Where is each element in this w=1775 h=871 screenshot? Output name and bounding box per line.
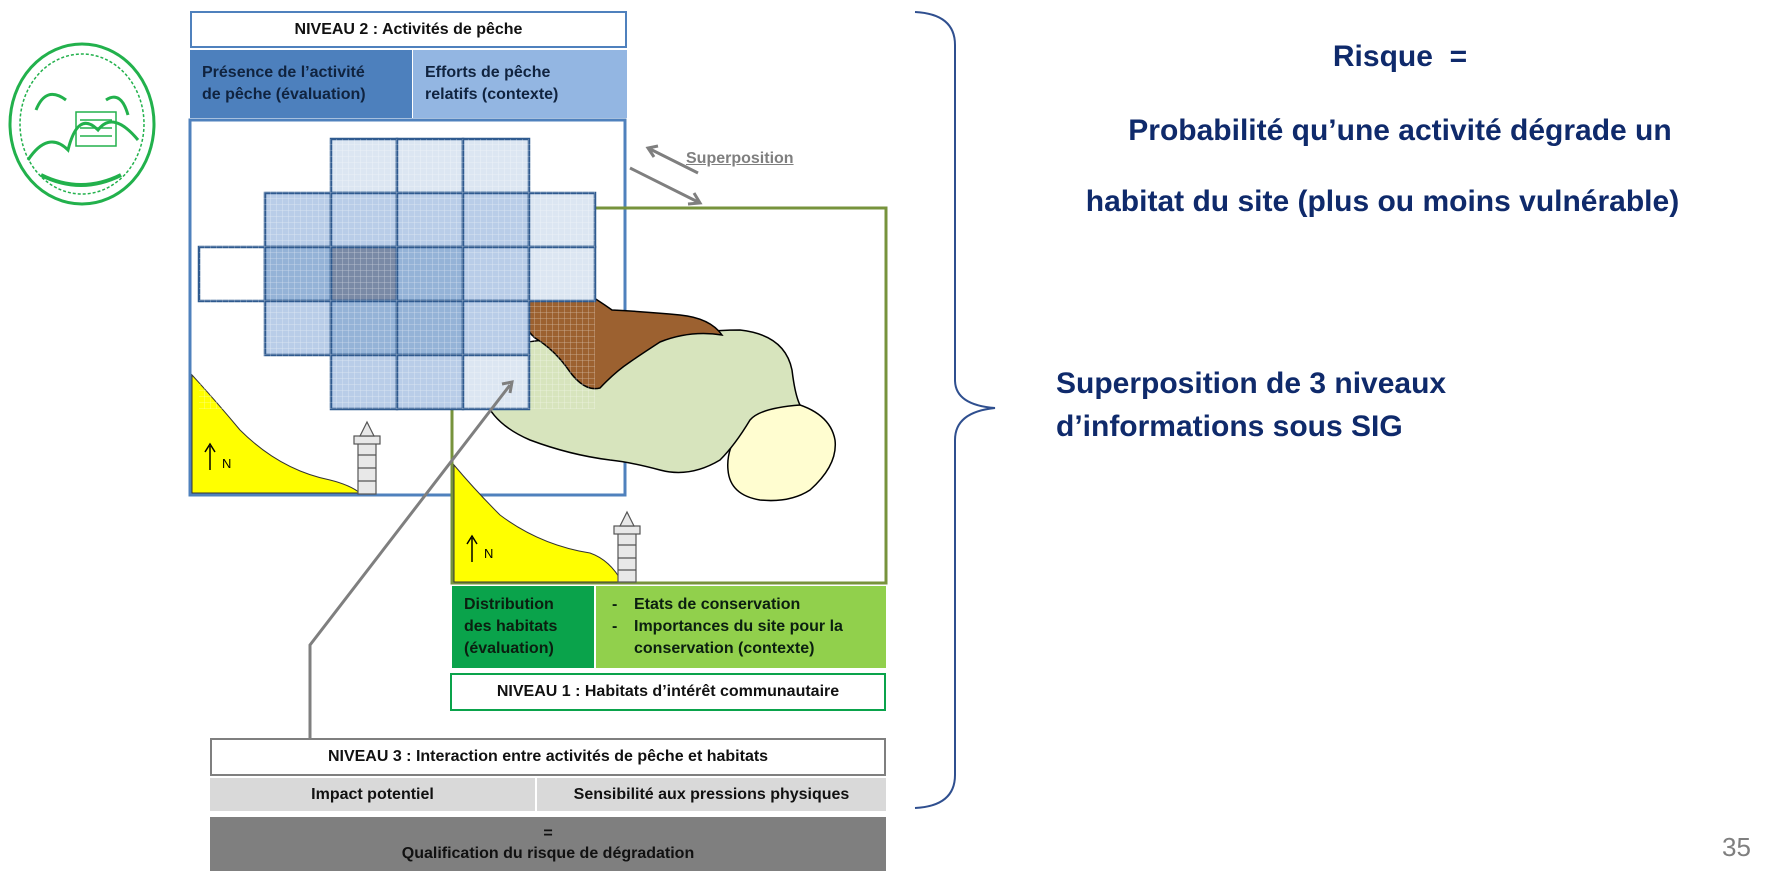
superposition-arrows-icon bbox=[629, 144, 703, 206]
risque-definition-line2: habitat du site (plus ou moins vulnérabl… bbox=[1085, 185, 1680, 218]
niveau2-efforts-cell: Efforts de pêche relatifs (contexte) bbox=[413, 50, 627, 118]
slide-number: 35 bbox=[1722, 832, 1751, 862]
presence-line2: de pêche (évaluation) bbox=[202, 86, 366, 103]
qualification-text: Qualification du risque de dégradation bbox=[401, 845, 695, 862]
north-label-level2: N bbox=[222, 456, 232, 471]
efforts-line2: relatifs (contexte) bbox=[425, 86, 559, 103]
lighthouse-icon-level1 bbox=[613, 510, 641, 583]
niveau1-distribution-cell: Distribution des habitats (évaluation) bbox=[452, 586, 594, 668]
bullet-importances: Importances du site pour la conservation… bbox=[604, 616, 878, 660]
superposition-statement-line2: d’informations sous SIG bbox=[1056, 410, 1403, 443]
distribution-line2: des habitats bbox=[464, 618, 558, 635]
north-label-level1: N bbox=[484, 546, 494, 561]
risque-title: Risque = bbox=[1332, 40, 1468, 73]
niveau3-title: NIVEAU 3 : Interaction entre activités d… bbox=[210, 738, 886, 776]
niveau1-title: NIVEAU 1 : Habitats d’intérêt communauta… bbox=[450, 673, 886, 711]
curly-brace-icon bbox=[914, 11, 996, 809]
bullet-etats: Etats de conservation bbox=[604, 594, 878, 616]
niveau1-context-cell: Etats de conservation Importances du sit… bbox=[596, 586, 886, 668]
superposition-label: Superposition bbox=[686, 150, 794, 167]
niveau2-presence-cell: Présence de l’activité de pêche (évaluat… bbox=[190, 50, 412, 118]
efforts-line1: Efforts de pêche bbox=[425, 64, 551, 81]
distribution-line1: Distribution bbox=[464, 596, 554, 613]
presence-line1: Présence de l’activité bbox=[202, 64, 365, 81]
coast-level1 bbox=[453, 463, 623, 583]
niveau1-bullet-list: Etats de conservation Importances du sit… bbox=[604, 594, 878, 660]
north-arrow-icon-level1 bbox=[466, 534, 478, 562]
niveau2-title: NIVEAU 2 : Activités de pêche bbox=[190, 11, 627, 48]
museum-seal-logo bbox=[6, 40, 158, 208]
level3-connector-arrow-icon bbox=[308, 380, 514, 740]
distribution-line3: (évaluation) bbox=[464, 640, 554, 657]
risque-definition-line1: Probabilité qu’une activité dégrade un bbox=[1128, 114, 1672, 147]
niveau3-impact-cell: Impact potentiel bbox=[210, 778, 535, 811]
niveau3-qualification-cell: = Qualification du risque de dégradation bbox=[210, 817, 886, 871]
lighthouse-icon-level2 bbox=[353, 420, 381, 495]
north-arrow-icon-level2 bbox=[204, 442, 216, 470]
equals-sign: = bbox=[543, 825, 553, 842]
superposition-statement-line1: Superposition de 3 niveaux bbox=[1056, 367, 1447, 400]
niveau3-sensibilite-cell: Sensibilité aux pressions physiques bbox=[537, 778, 886, 811]
